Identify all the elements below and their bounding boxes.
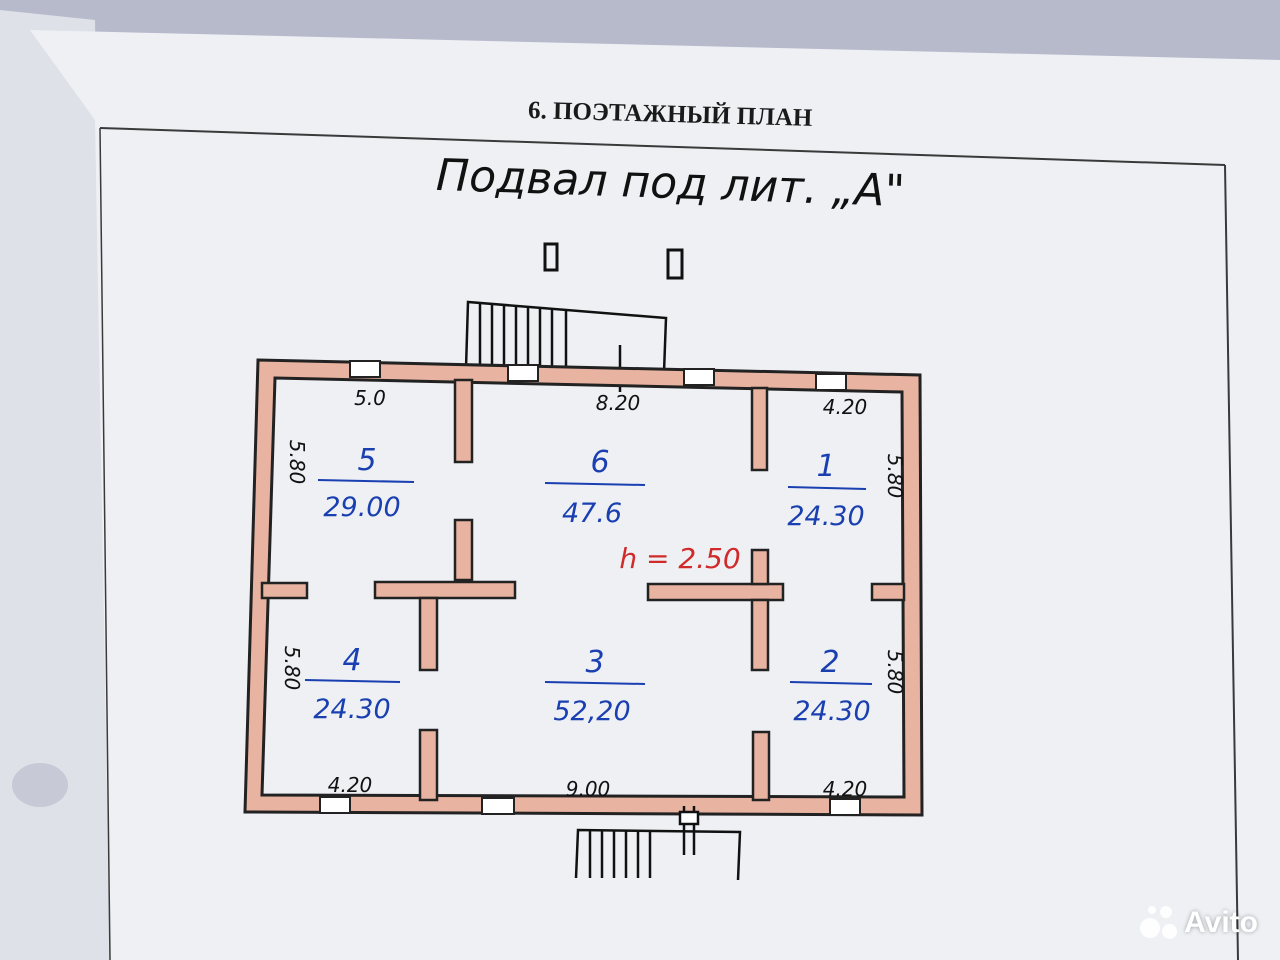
room-area: 24.30 — [787, 501, 864, 532]
avito-logo-icon — [1140, 904, 1178, 942]
room-3: 3 52,20 — [544, 645, 646, 727]
room-number: 3 — [585, 645, 604, 680]
room-6: 6 47.6 — [544, 445, 646, 529]
vent-left — [543, 242, 559, 272]
dim-bottom-middle: 9.00 — [566, 777, 611, 801]
room-number: 5 — [357, 443, 376, 478]
room-area: 24.30 — [313, 694, 390, 725]
room-area: 24.30 — [793, 696, 870, 727]
dim-top-middle: 8.20 — [596, 391, 641, 415]
internal-walls — [260, 378, 906, 802]
dim-left-upper: 5.80 — [285, 440, 309, 485]
room-number: 1 — [816, 449, 835, 484]
room-5: 5 29.00 — [317, 443, 415, 523]
dim-bottom-left: 4.20 — [328, 773, 373, 797]
vent-right — [666, 248, 684, 280]
room-4: 4 24.30 — [304, 643, 401, 725]
room-area: 52,20 — [553, 696, 630, 727]
room-number: 2 — [820, 645, 839, 680]
room-1: 1 24.30 — [787, 449, 867, 532]
bottom-stair — [574, 806, 742, 881]
binder-hole — [12, 763, 68, 807]
dim-left-lower: 5.80 — [280, 646, 304, 691]
room-2: 2 24.30 — [789, 645, 873, 727]
avito-watermark: Avito — [1140, 904, 1258, 942]
dim-top-left: 5.0 — [354, 386, 386, 410]
dim-right-upper: 5.80 — [883, 454, 907, 499]
room-area: 29.00 — [323, 492, 400, 523]
room-area: 47.6 — [562, 498, 622, 529]
dim-right-lower: 5.80 — [883, 650, 907, 695]
left-page — [0, 10, 110, 960]
windows — [319, 360, 861, 816]
dim-bottom-right: 4.20 — [823, 777, 868, 801]
room-number: 6 — [590, 445, 609, 480]
room-number: 4 — [342, 643, 361, 678]
paper-sheet — [30, 30, 1280, 960]
ceiling-height-label: h = 2.50 — [619, 542, 740, 575]
avito-text: Avito — [1184, 906, 1258, 939]
dim-top-right: 4.20 — [823, 395, 868, 419]
